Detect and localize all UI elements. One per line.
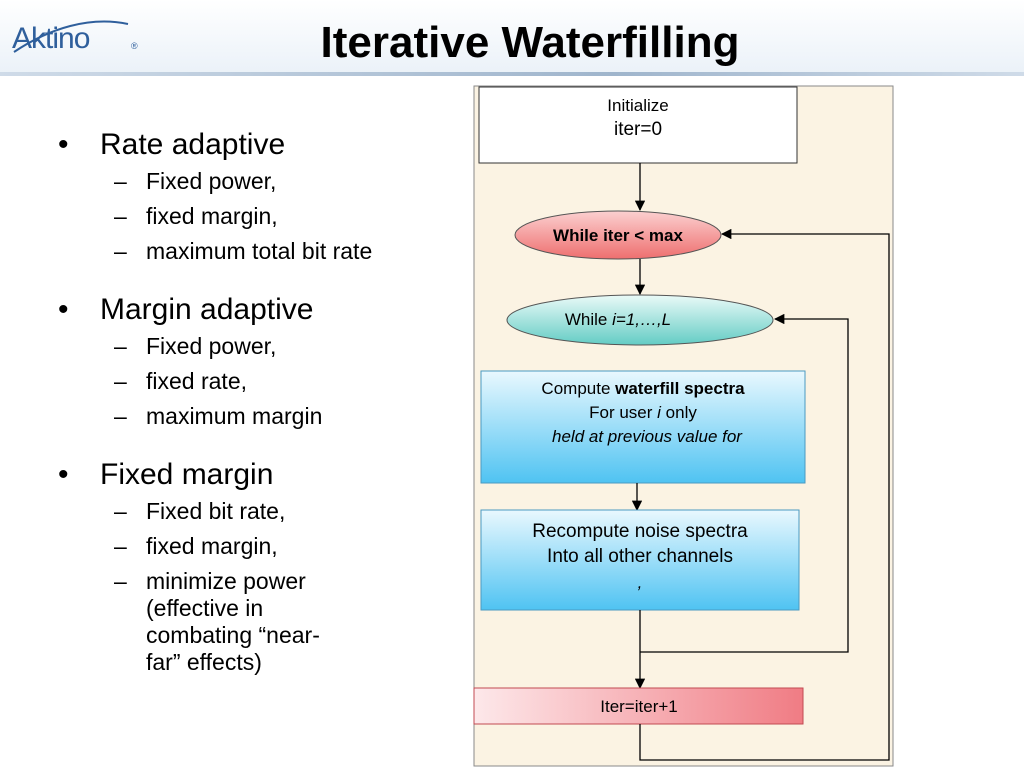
flowchart-panel xyxy=(473,85,894,767)
sub-bullet: –Fixed bit rate, xyxy=(114,498,286,524)
outer-loop-label: While iter < max xyxy=(553,226,683,245)
bullet-heading: Rate adaptive xyxy=(58,128,438,162)
page-title: Iterative Waterfilling xyxy=(320,18,740,67)
recompute-line1: Recompute noise spectra xyxy=(532,521,748,542)
sub-bullet: –Fixed power, xyxy=(114,168,277,194)
sub-bullet: –fixed margin, xyxy=(114,533,278,559)
logo-swoosh-icon xyxy=(13,20,129,53)
inner-loop-ellipse xyxy=(506,294,774,346)
initialize-line1: Initialize xyxy=(607,96,668,115)
header-divider xyxy=(0,72,1024,76)
logo-text: Aktino xyxy=(12,22,90,55)
sub-bullet: –fixed rate, xyxy=(114,368,247,394)
recompute-line3: , xyxy=(638,573,643,592)
compute-line1: Compute waterfill spectra xyxy=(541,379,745,398)
bullet-heading: Fixed margin xyxy=(58,458,438,492)
sub-bullet: –fixed margin, xyxy=(114,203,278,229)
header-band xyxy=(0,0,1024,76)
recompute-line2: Into all other channels xyxy=(547,546,733,567)
bullet-list: Rate adaptive –Fixed power, –fixed margi… xyxy=(58,128,438,704)
initialize-box xyxy=(478,86,798,164)
bullet-group-rate-adaptive: Rate adaptive –Fixed power, –fixed margi… xyxy=(58,128,438,265)
sub-bullet: –maximum margin xyxy=(114,403,323,429)
sub-bullet: –maximum total bit rate xyxy=(114,238,373,264)
inner-loop-label: While i=1,…,L xyxy=(565,310,671,329)
bullet-group-margin-adaptive: Margin adaptive –Fixed power, –fixed rat… xyxy=(58,293,438,430)
increment-label: Iter=iter+1 xyxy=(600,697,678,716)
recompute-noise-box xyxy=(480,509,800,611)
initialize-line2: iter=0 xyxy=(614,119,662,140)
connector-outer-loop-back xyxy=(639,228,890,761)
sub-bullet: –minimize power (effective in combating … xyxy=(114,568,320,675)
bullet-heading: Margin adaptive xyxy=(58,293,438,327)
sub-bullet: –Fixed power, xyxy=(114,333,277,359)
aktino-logo xyxy=(10,18,150,68)
increment-box xyxy=(473,687,804,725)
compute-line2: For user i only xyxy=(589,403,697,422)
logo-registered-mark: ® xyxy=(131,41,138,51)
bullet-group-fixed-margin: Fixed margin –Fixed bit rate, –fixed mar… xyxy=(58,458,438,676)
connector-inner-loop-back xyxy=(640,313,849,653)
outer-loop-ellipse xyxy=(514,210,722,260)
compute-line3: held at previous value for xyxy=(552,427,743,446)
compute-waterfill-box xyxy=(480,370,806,484)
